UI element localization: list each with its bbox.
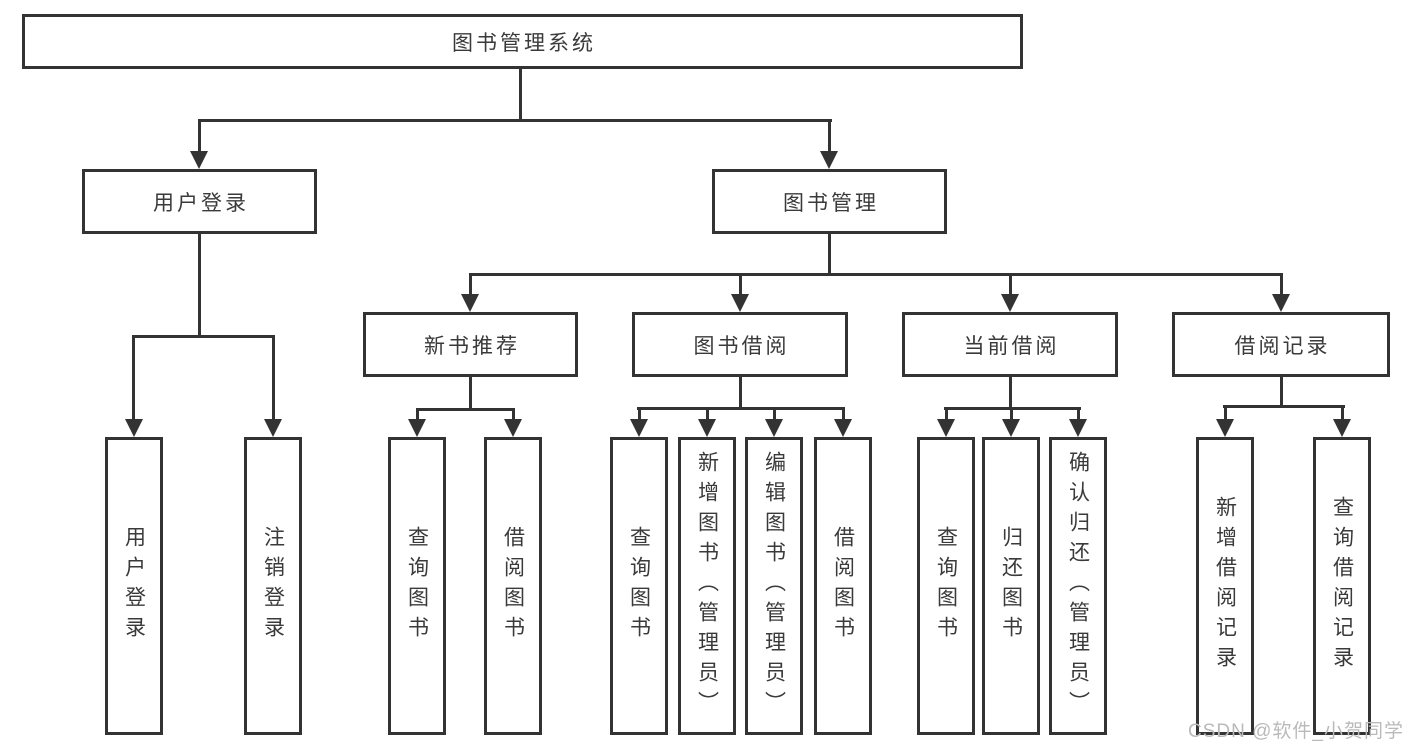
node-root: 图书管理系统 (22, 14, 1023, 69)
leaf-label: 归还图书 (999, 526, 1023, 646)
arrow-down-icon (125, 419, 143, 437)
arrow-down-icon (937, 419, 955, 437)
leaf-borrow-books-2: 借阅图书 (814, 437, 872, 735)
arrow-down-icon (1333, 419, 1351, 437)
arrow-down-icon (504, 419, 522, 437)
leaf-query-books-borrow: 查询图书 (610, 437, 668, 735)
connector-vline (638, 407, 641, 421)
leaf-borrow-books-recommend: 借阅图书 (484, 437, 542, 735)
connector-vline (1224, 405, 1227, 421)
leaf-label: 用户登录 (122, 526, 146, 646)
connector-vline (132, 335, 135, 421)
csdn-watermark: CSDN @软件_小贺同学 (1188, 721, 1404, 742)
arrow-down-icon (698, 419, 716, 437)
leaf-query-books-current: 查询图书 (917, 437, 975, 735)
leaf-logout-login: 注销登录 (244, 437, 302, 735)
leaf-label: 查询图书 (405, 526, 429, 646)
arrow-down-icon (461, 294, 479, 312)
connector-vline (198, 234, 201, 335)
connector-vline (773, 407, 776, 421)
connector-hline (1223, 405, 1345, 408)
arrow-down-icon (1002, 419, 1020, 437)
arrow-down-icon (1272, 294, 1290, 312)
connector-hline (416, 408, 515, 411)
connector-hline (198, 119, 832, 122)
arrow-down-icon (408, 419, 426, 437)
node-book-management: 图书管理 (712, 169, 947, 234)
connector-vline (272, 335, 275, 421)
node-user-login: 用户登录 (82, 169, 317, 234)
arrow-down-icon (264, 419, 282, 437)
leaf-label: 确认归还（管理员） (1066, 451, 1090, 721)
leaf-add-borrow-record: 新增借阅记录 (1196, 437, 1254, 735)
connector-vline (1280, 273, 1283, 298)
leaf-label: 新增图书（管理员） (695, 451, 719, 721)
leaf-label: 查询图书 (627, 526, 651, 646)
connector-vline (416, 408, 419, 421)
node-book-borrow: 图书借阅 (632, 312, 848, 377)
leaf-label: 借阅图书 (501, 526, 525, 646)
connector-vline (945, 407, 948, 421)
leaf-label: 借阅图书 (831, 526, 855, 646)
arrow-down-icon (190, 151, 208, 169)
leaf-label: 注销登录 (261, 526, 285, 646)
arrow-down-icon (731, 294, 749, 312)
connector-vline (828, 119, 831, 155)
connector-vline (1077, 407, 1080, 421)
connector-vline (512, 408, 515, 421)
connector-vline (1341, 405, 1344, 421)
arrow-down-icon (1069, 419, 1087, 437)
connector-vline (519, 69, 522, 119)
connector-vline (1009, 377, 1012, 407)
node-current-borrow: 当前借阅 (902, 312, 1118, 377)
connector-vline (1009, 273, 1012, 298)
connector-hline (637, 407, 845, 410)
connector-vline (842, 407, 845, 421)
leaf-label: 新增借阅记录 (1213, 496, 1237, 676)
connector-hline (132, 335, 275, 338)
leaf-add-book-admin: 新增图书（管理员） (678, 437, 736, 735)
node-new-book-recommend: 新书推荐 (363, 312, 578, 377)
arrow-down-icon (630, 419, 648, 437)
connector-vline (1010, 407, 1013, 421)
arrow-down-icon (820, 151, 838, 169)
connector-hline (469, 273, 1283, 276)
connector-vline (1280, 377, 1283, 405)
connector-vline (739, 273, 742, 298)
connector-vline (828, 234, 831, 273)
arrow-down-icon (765, 419, 783, 437)
leaf-label: 查询图书 (934, 526, 958, 646)
arrow-down-icon (1001, 294, 1019, 312)
leaf-label: 编辑图书（管理员） (762, 451, 786, 721)
connector-vline (706, 407, 709, 421)
leaf-return-book: 归还图书 (982, 437, 1040, 735)
connector-vline (739, 377, 742, 407)
node-borrow-record: 借阅记录 (1172, 312, 1390, 377)
leaf-query-borrow-record: 查询借阅记录 (1313, 437, 1371, 735)
arrow-down-icon (834, 419, 852, 437)
connector-vline (469, 273, 472, 298)
arrow-down-icon (1216, 419, 1234, 437)
leaf-confirm-return-admin: 确认归还（管理员） (1049, 437, 1107, 735)
leaf-label: 查询借阅记录 (1330, 496, 1354, 676)
leaf-edit-book-admin: 编辑图书（管理员） (745, 437, 803, 735)
connector-vline (198, 119, 201, 155)
leaf-user-login: 用户登录 (105, 437, 163, 735)
connector-vline (469, 377, 472, 408)
leaf-query-books-recommend: 查询图书 (388, 437, 446, 735)
